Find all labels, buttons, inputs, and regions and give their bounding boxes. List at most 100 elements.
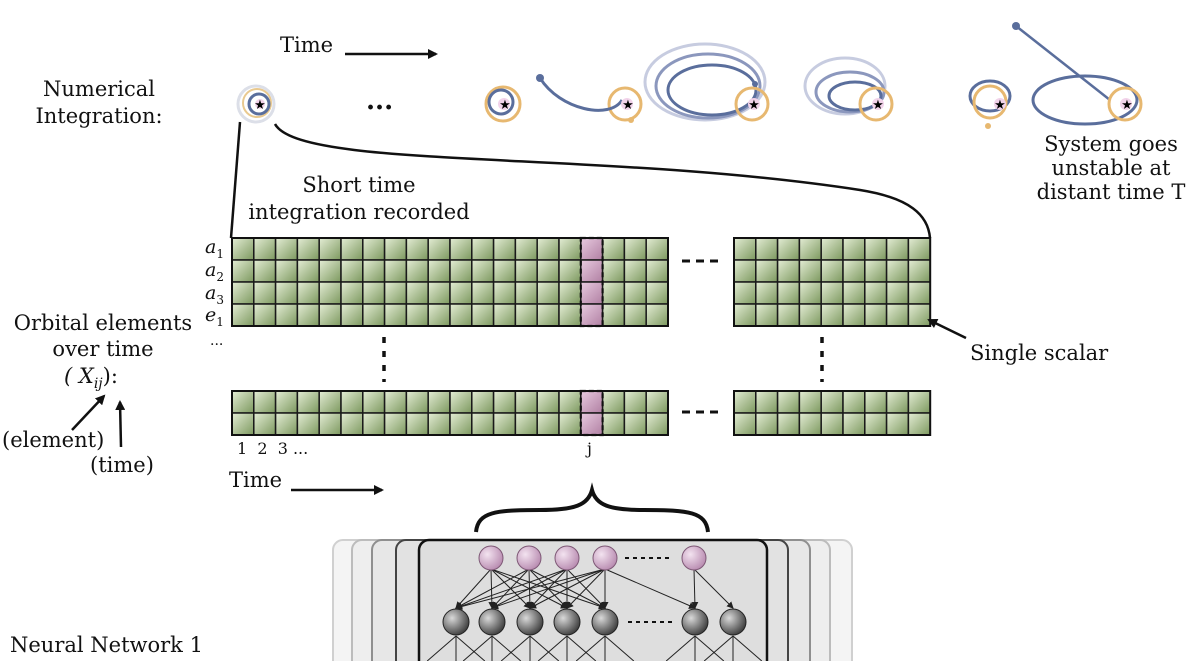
matrix-cell — [885, 412, 910, 436]
matrix-cell — [318, 281, 342, 305]
matrix-cell — [296, 390, 320, 414]
matrix-cell — [645, 412, 669, 436]
row-label-a1: a1 — [205, 236, 224, 261]
matrix-cell — [907, 237, 931, 261]
matrix-cell — [492, 259, 517, 283]
matrix-cell — [362, 412, 386, 436]
matrix-cell — [733, 237, 757, 261]
matrix-cell — [383, 390, 408, 414]
matrix-cell — [274, 412, 299, 436]
matrix-frame — [733, 237, 932, 327]
column-labels: 1 2 3 ... — [237, 439, 309, 458]
matrix-top-right — [733, 237, 932, 327]
matrix-cell — [798, 259, 822, 283]
x-ij-close: ): — [102, 364, 118, 388]
matrix-cell — [558, 390, 582, 414]
matrix-cell — [362, 303, 386, 327]
nn-hidden-node — [719, 608, 747, 636]
matrix-cell — [842, 412, 866, 436]
matrix-cell — [449, 390, 473, 414]
matrix-cell — [776, 412, 801, 436]
matrix-cell — [492, 237, 517, 261]
nn-edge-out — [732, 635, 763, 661]
matrix-cell — [776, 237, 801, 261]
nn-edge — [566, 568, 606, 609]
matrix-cell — [885, 259, 910, 283]
matrix-cell — [253, 259, 277, 283]
matrix-cell — [449, 412, 473, 436]
x-ij-sub: ij — [93, 376, 103, 393]
column-brace — [474, 482, 710, 533]
system-unstable-line-2: unstable at — [1051, 156, 1171, 180]
nn-input-node — [516, 545, 542, 571]
matrix-cell — [755, 390, 779, 414]
matrix-cell — [755, 259, 779, 283]
matrix-cell — [449, 303, 473, 327]
numerical-integration-line-1: Numerical — [43, 77, 155, 101]
matrix-cell — [623, 390, 647, 414]
orbital-elements-line-2: over time — [52, 337, 154, 361]
matrix-cell — [842, 390, 866, 414]
matrix-cell — [558, 259, 582, 283]
matrix-cell — [885, 303, 910, 327]
row-label-a2-sub: 2 — [216, 269, 224, 284]
matrix-cell — [755, 281, 779, 305]
matrix-cell — [907, 259, 931, 283]
row-label-a1-sub: 1 — [216, 246, 224, 261]
matrix-cell — [536, 390, 560, 414]
nn-hidden-node — [478, 608, 506, 636]
matrix-cell — [340, 259, 364, 283]
x-ij-open: ( X — [64, 364, 94, 388]
matrix-cell — [645, 259, 669, 283]
matrix-cell — [776, 303, 801, 327]
matrix-cell — [471, 303, 495, 327]
nn-edge-out — [491, 635, 522, 661]
matrix-cell — [842, 259, 866, 283]
matrix-cell — [645, 303, 669, 327]
matrix-cell — [405, 412, 429, 436]
matrix-bottom-left — [231, 389, 669, 437]
matrix-cell — [231, 281, 255, 305]
matrix-cell — [580, 259, 604, 283]
matrix-cell — [231, 412, 255, 436]
single-scalar-arrow — [927, 318, 967, 340]
row-label-a2: a2 — [205, 259, 224, 284]
matrix-cell — [296, 412, 320, 436]
matrix-cell — [231, 303, 255, 327]
matrix-cell — [601, 303, 626, 327]
matrix-cell — [907, 412, 931, 436]
matrix-cell — [471, 390, 495, 414]
matrix-cell — [471, 412, 495, 436]
nn-edge-out — [455, 635, 486, 661]
nn-edge-out — [703, 635, 734, 661]
matrix-cell — [580, 281, 604, 305]
svg-text:★: ★ — [254, 98, 266, 113]
matrix-cell — [733, 412, 757, 436]
matrix-cell — [514, 259, 538, 283]
matrix-cell — [842, 303, 866, 327]
matrix-cell — [231, 237, 255, 261]
matrix-cell — [427, 281, 451, 305]
svg-text:★: ★ — [748, 98, 760, 113]
nn-hidden-node — [681, 608, 709, 636]
matrix-cell — [318, 390, 342, 414]
matrix-cell — [623, 281, 647, 305]
nn-edge — [455, 568, 530, 609]
matrix-cell — [231, 390, 255, 414]
matrix-cell — [733, 303, 757, 327]
matrix-cell — [580, 390, 604, 414]
nn-edge — [693, 568, 734, 609]
matrix-cell — [864, 303, 888, 327]
orbit-system-unstable: ★ — [1012, 22, 1143, 126]
nn-edge-out — [500, 635, 531, 661]
matrix-cell — [383, 303, 408, 327]
matrix-cell — [558, 303, 582, 327]
matrix-cell — [231, 259, 255, 283]
matrix-cell — [253, 237, 277, 261]
nn-hidden-node — [442, 608, 470, 636]
nn-input-node — [478, 545, 504, 571]
numerical-integration-line-2: Integration: — [35, 104, 163, 128]
nn-hidden-node — [591, 608, 619, 636]
row-label-a3-sub: 3 — [216, 292, 224, 307]
nn-edge — [455, 568, 606, 610]
